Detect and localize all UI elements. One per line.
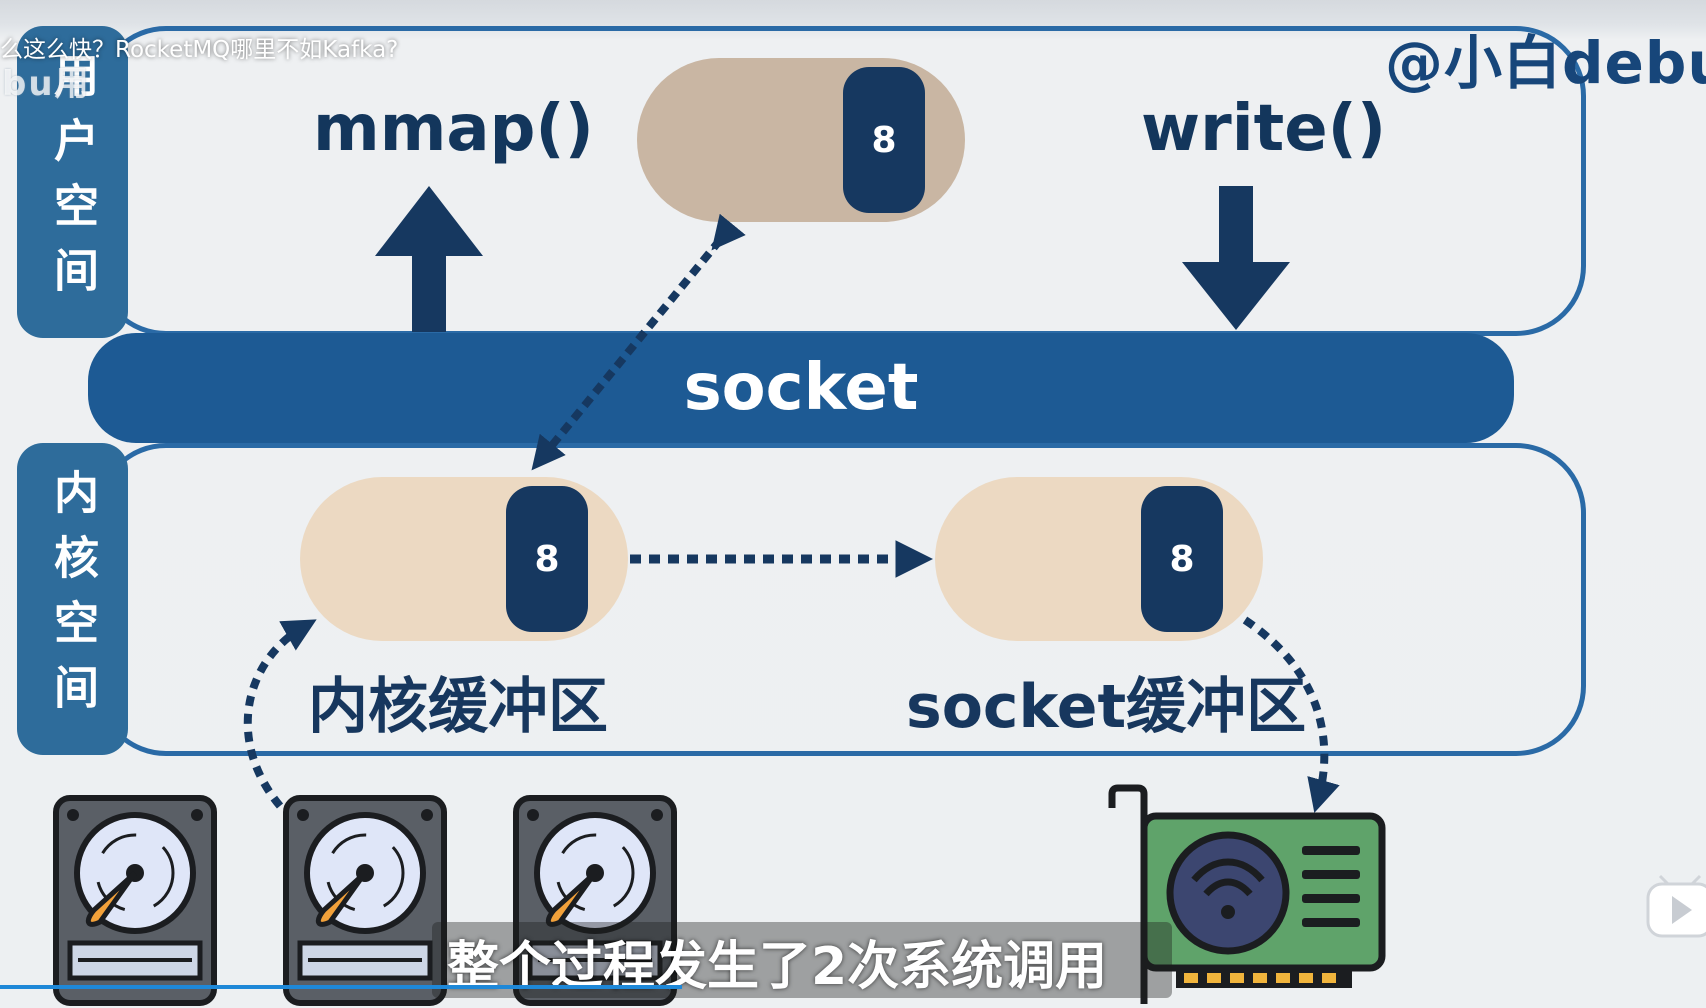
kernel-space-label-box: 内核空间 (17, 443, 128, 755)
video-progress-bar[interactable] (0, 985, 682, 989)
write-label: write() (1141, 92, 1387, 166)
write-down-arrow (1182, 186, 1290, 330)
kernel-buffer: 8 (300, 477, 628, 641)
user-space-label-box: 用户空间 (17, 26, 128, 338)
dma-send-arrow (1242, 616, 1340, 813)
hard-disk-icon (283, 795, 447, 1006)
dma-read-arrow (243, 619, 317, 809)
video-player-icon[interactable] (1646, 874, 1706, 938)
user-buffer: 8 (637, 58, 965, 222)
platform-watermark: bu用 (2, 64, 91, 104)
video-title: 么这么快？RocketMQ哪里不如Kafka? (0, 37, 399, 63)
socket-buffer-chip: 8 (1141, 486, 1223, 632)
socket-buffer: 8 (935, 477, 1263, 641)
network-card-icon (1108, 784, 1386, 1004)
kernel-buffer-chip: 8 (506, 486, 588, 632)
socket-bar: socket (88, 333, 1514, 443)
mmap-label: mmap() (313, 92, 594, 166)
hard-disk-icon (53, 795, 217, 1006)
user-buffer-chip: 8 (843, 67, 925, 213)
kernel-space-label: 内核空间 (46, 469, 99, 729)
mmap-up-arrow (375, 186, 483, 332)
mmap-mapping-arrow (531, 213, 746, 471)
hard-disk-icon (513, 795, 677, 1006)
kernel-buffer-label: 内核缓冲区 (308, 672, 608, 742)
socket-buffer-label: socket缓冲区 (906, 672, 1307, 742)
user-space-label: 用户空间 (46, 52, 99, 312)
author-handle: @小白debu (1385, 29, 1706, 97)
